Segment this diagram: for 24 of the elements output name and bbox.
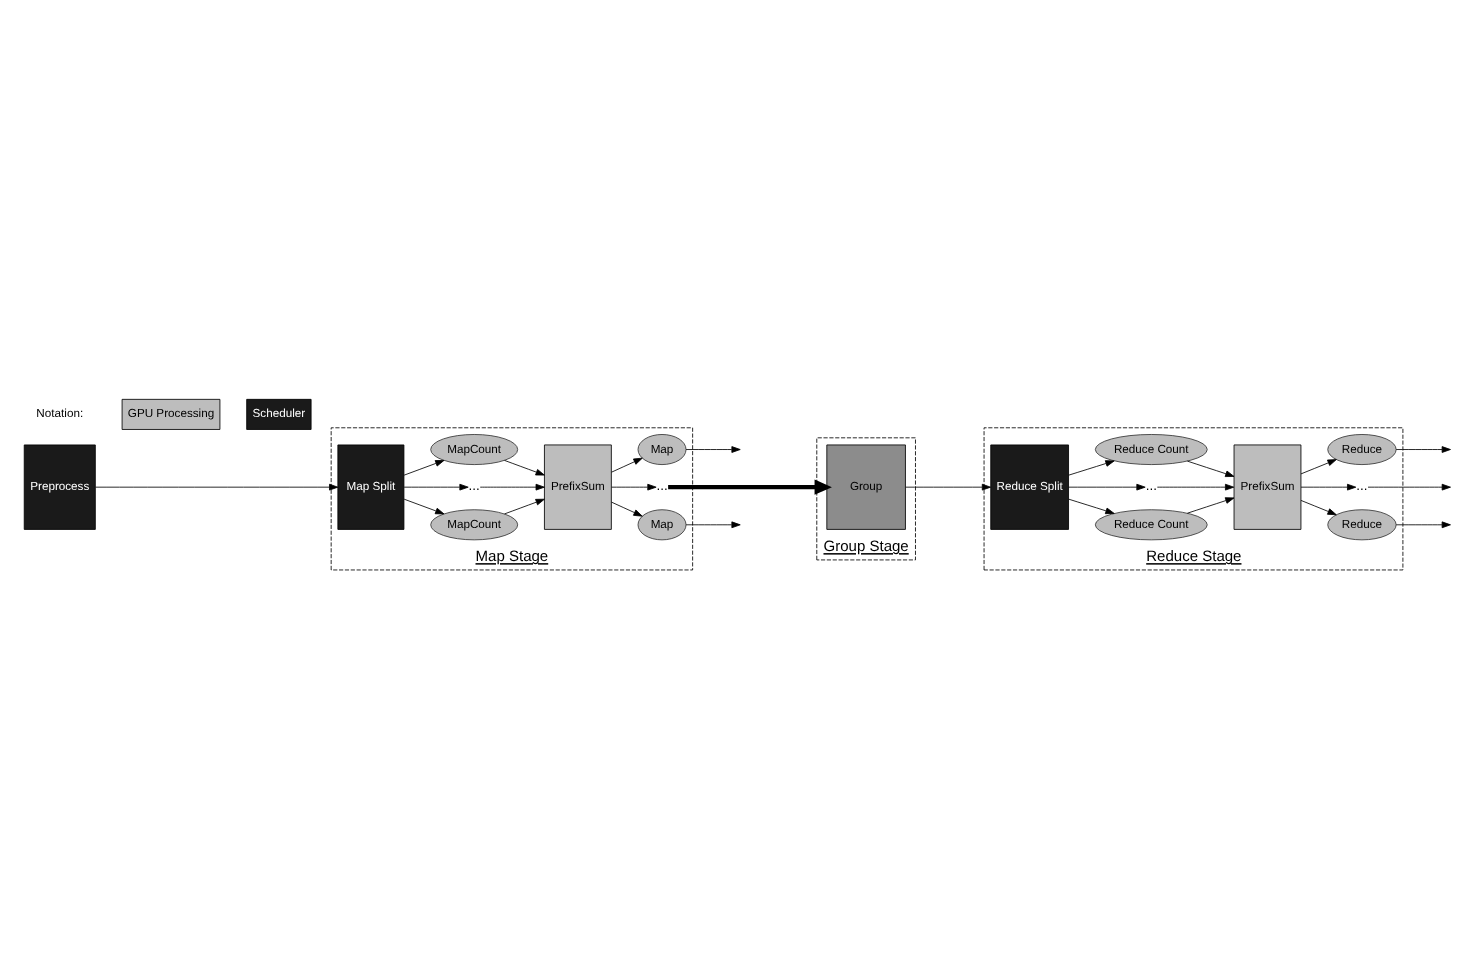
arrow	[1068, 483, 1146, 491]
arrow	[1395, 446, 1451, 453]
arrow	[1300, 500, 1337, 516]
arrow	[95, 483, 339, 491]
arrow	[403, 483, 469, 491]
arrow	[685, 521, 741, 529]
arrow	[1068, 460, 1115, 476]
arrow	[403, 498, 445, 515]
arrow	[504, 498, 545, 515]
arrow	[1068, 498, 1115, 515]
arrow	[905, 483, 992, 491]
arrow	[479, 483, 545, 491]
arrow	[1156, 483, 1235, 491]
arrow	[504, 460, 545, 476]
arrow	[611, 483, 657, 491]
arrow	[611, 457, 643, 473]
arrow	[403, 460, 445, 476]
arrow	[668, 479, 832, 495]
arrow	[685, 446, 741, 453]
arrow	[611, 501, 643, 517]
arrow	[1187, 460, 1235, 478]
arrow	[1300, 483, 1357, 491]
arrow	[1300, 459, 1337, 475]
arrow	[1187, 497, 1235, 514]
